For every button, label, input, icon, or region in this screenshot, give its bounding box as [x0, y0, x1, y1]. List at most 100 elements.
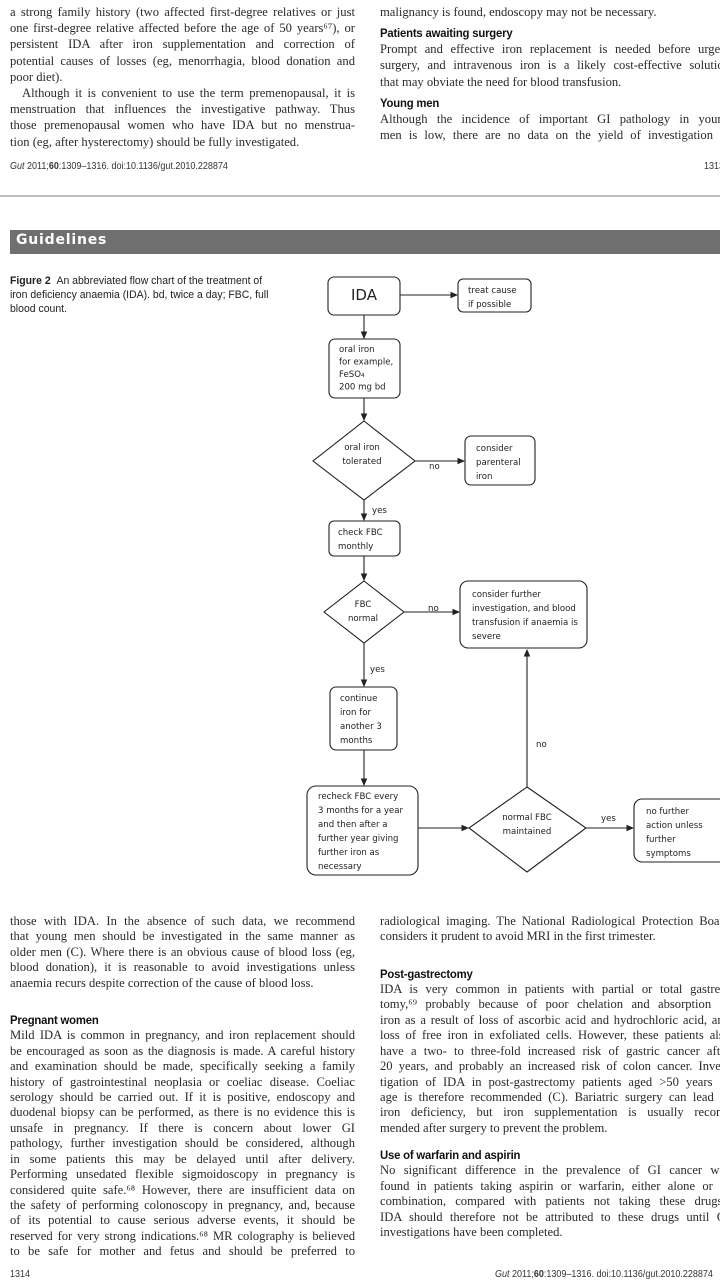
text-line: menstruation that influences the investi… [10, 102, 355, 117]
node-label-line: monthly [338, 542, 373, 552]
text-line: persistent IDA after iron supplementatio… [10, 37, 355, 52]
node-label-line: oral iron [339, 345, 375, 355]
node-label-line: and then after a [318, 820, 388, 830]
text-line: to be safe for mother and fetus and shou… [10, 1244, 355, 1259]
node-continue-iron-label: continue iron for another 3 months [340, 694, 382, 746]
edge-label-maintained-yes: yes [601, 814, 616, 824]
text-line: loss of free iron in exfoliated cells. H… [380, 1028, 720, 1043]
top-left-column: a strong family history (two affected fi… [10, 4, 355, 150]
node-ida-label: IDA [351, 286, 378, 304]
text-line: those premenopausal women who have IDA b… [10, 118, 355, 133]
node-label-line: further [646, 835, 676, 845]
edge-label-tolerated-yes: yes [372, 506, 387, 516]
node-label-line: iron [476, 472, 492, 482]
node-label-line: treat cause [468, 286, 517, 296]
node-label-line: further year giving [318, 834, 399, 844]
text-line: Mild IDA is common in pregnancy, and iro… [10, 1028, 355, 1043]
citation-year: 2011; [512, 1269, 534, 1280]
node-label-line: symptoms [646, 849, 691, 859]
bottom-footer-citation: Gut 2011;60:1309–1316. doi:10.1136/gut.2… [495, 1269, 713, 1280]
node-normal-fbc-maintained [468, 786, 587, 873]
section-title: Guidelines [16, 232, 108, 248]
text-line: mended after surgery to prevent the prob… [380, 1120, 608, 1135]
bottom-left-column: those with IDA. In the absence of such d… [10, 914, 355, 1260]
text-line: tion (eg, after hysterectomy) should be … [10, 134, 300, 149]
text-line: blood donation), it is reasonable to avo… [10, 960, 355, 975]
node-label-line: consider further [472, 590, 541, 600]
node-label-line: continue [340, 694, 377, 704]
page-separator [0, 195, 720, 197]
text-line: tomy,⁶⁹ probably because of poor chelati… [380, 997, 720, 1012]
text-line: older men (C). Where there is an obvious… [10, 944, 355, 959]
node-label-line: maintained [503, 827, 552, 837]
text-line: iron deficiency, but iron supplementatio… [380, 1105, 720, 1120]
figure-caption-text: An abbreviated flow chart of the treatme… [10, 275, 269, 315]
node-label-line: necessary [318, 862, 362, 872]
node-label-line: iron for [340, 708, 371, 718]
text-line: and examination should be made, specific… [10, 1059, 355, 1074]
text-line: of its potential to cause serious advers… [10, 1213, 355, 1228]
text-line: have a two- to three-fold increased risk… [380, 1043, 720, 1058]
section-heading: Use of warfarin and aspirin [380, 1148, 521, 1163]
text-line: men is low, there are no data on the yie… [380, 127, 720, 142]
node-label-line: normal FBC [502, 813, 552, 823]
node-label-line: recheck FBC every [318, 792, 398, 802]
text-line: No significant difference in the prevale… [380, 1163, 720, 1178]
text-line: that may obviate the need for blood tran… [380, 74, 622, 89]
text-line: be encouraged as soon as the diagnosis i… [10, 1043, 355, 1058]
top-right-column: malignancy is found, endoscopy may not b… [380, 4, 720, 143]
node-fbc-normal [323, 580, 405, 644]
section-heading: Post-gastrectomy [380, 966, 473, 981]
text-line: that young men should be investigated in… [10, 929, 355, 944]
text-line: malignancy is found, endoscopy may not b… [380, 5, 657, 19]
text-line: one first-degree relative affected befor… [10, 21, 355, 36]
edge-label-tolerated-no: no [429, 462, 440, 472]
text-line: pathology, further investigation should … [10, 1136, 355, 1151]
text-line: iron as a result of loss of ascorbic aci… [380, 1012, 720, 1027]
node-label-line: transfusion if anaemia is [472, 618, 578, 628]
node-label-line: severe [472, 632, 501, 642]
text-line: surgery, and intravenous iron is a likel… [380, 58, 720, 73]
pages-doi: :1309–1316. doi:10.1136/gut.2010.228874 [58, 161, 228, 172]
text-line: history of gastrointestinal neoplasia or… [10, 1074, 355, 1089]
node-label-line: for example, [339, 358, 393, 368]
node-label-line: action unless [646, 821, 703, 831]
node-label-line: oral iron [344, 443, 380, 453]
edge-label-fbc-yes: yes [370, 665, 385, 675]
text-line: the safety of performing colonoscopy in … [10, 1198, 355, 1212]
text-line: IDA is very common in patients with part… [380, 981, 720, 996]
node-label-line: another 3 [340, 722, 382, 732]
node-label-line: further iron as [318, 848, 380, 858]
text-line: Although it is convenient to use the ter… [22, 85, 355, 100]
journal-name: Gut [10, 161, 25, 172]
node-label-line: parenteral [476, 458, 521, 468]
text-line: considers it prudent to avoid MRI in the… [380, 929, 656, 944]
top-page-number: 1313 [704, 161, 720, 172]
section-heading: Pregnant women [10, 1013, 99, 1028]
volume: 60 [48, 161, 59, 172]
node-normal-fbc-maintained-label: normal FBC maintained [502, 813, 552, 837]
text-line: Performing unsedated flexible sigmoidosc… [10, 1167, 355, 1182]
node-label-line: consider [476, 444, 513, 454]
text-line: a strong family history (two affected fi… [10, 5, 355, 19]
node-label-line: months [340, 736, 373, 746]
bottom-page-number: 1314 [10, 1269, 31, 1280]
text-line: IDA should therefore not be attributed t… [380, 1209, 720, 1224]
node-label-line: FeSO₄ [339, 370, 365, 380]
citation-year: 2011; [27, 161, 49, 172]
top-footer-citation: Gut 2011;60:1309–1316. doi:10.1136/gut.2… [10, 161, 228, 172]
text-line: combination, compared with patients not … [380, 1194, 720, 1209]
text-line: potential causes of losses (eg, menorrha… [10, 53, 355, 68]
text-line: anaemia recurs despite correction of the… [10, 975, 314, 990]
node-consider-further-label: consider further investigation, and blood… [472, 590, 578, 642]
volume: 60 [533, 1269, 544, 1280]
text-line: tigation of IDA in post-gastrectomy pati… [380, 1074, 720, 1089]
edge-label-maintained-no: no [536, 740, 547, 750]
node-label-line: investigation, and blood [472, 604, 576, 614]
text-line: considered quite safe.⁶⁸ However, there … [10, 1182, 355, 1197]
